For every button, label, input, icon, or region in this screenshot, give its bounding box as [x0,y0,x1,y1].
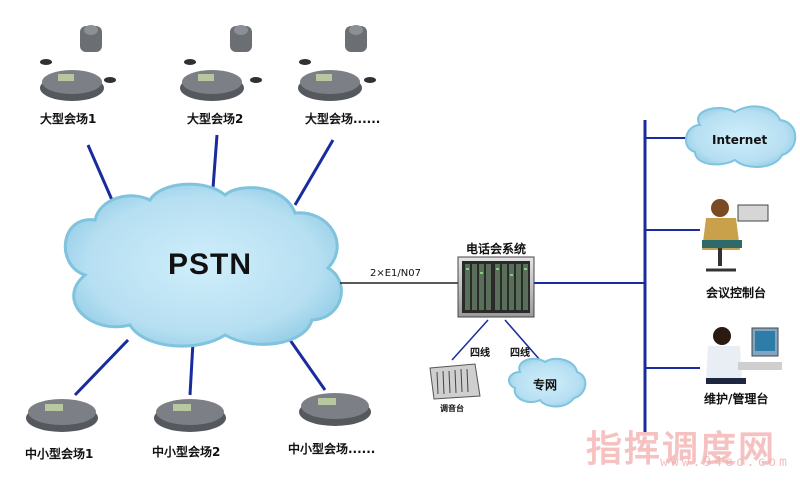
link-large-2 [211,134,219,189]
link-large-more [293,139,335,206]
link-small-more [288,339,327,391]
control-console-figure [702,199,769,272]
private-net-label: 专网 [533,378,558,392]
link-small-1 [73,338,130,397]
pstn-cloud [63,182,343,348]
maintenance-figure [706,327,782,384]
watermark-text: 指挥调度网 [586,429,777,470]
four-wire-label-2: 四线 [510,348,530,359]
four-wire-label-1: 四线 [470,348,490,359]
maintenance-label: 维护/管理台 [704,392,769,406]
phone-small-1 [26,399,98,432]
phone-large-1 [40,25,116,101]
conference-system-rack [457,256,535,318]
small-venue-more-label: 中小型会场...... [288,442,376,456]
pstn-label: PSTN [168,248,253,281]
control-console-label: 会议控制台 [706,286,767,300]
phone-large-2 [180,25,262,101]
private-net-cloud [508,357,587,408]
phone-large-more [298,25,376,101]
phone-small-more [299,393,371,426]
large-venue-2-label: 大型会场2 [187,112,244,126]
link-small-2 [188,341,195,396]
small-venue-2-label: 中小型会场2 [152,445,221,459]
watermark-url: www.94ec.com [660,455,790,470]
mixer-label: 调音台 [440,404,464,413]
large-venue-more-label: 大型会场...... [305,112,381,126]
e1-link-label: 2×E1/N07 [370,268,421,279]
large-venue-1-label: 大型会场1 [40,112,97,126]
internet-cloud [685,105,797,168]
internet-label: Internet [712,133,768,147]
four-wire-line-1 [451,319,489,361]
phone-small-2 [154,399,226,432]
pstn-links [73,134,335,397]
four-wire-line-2 [504,319,541,361]
mixer-device [429,363,481,400]
small-venue-1-label: 中小型会场1 [25,447,94,461]
link-large-1 [86,144,114,201]
system-label: 电话会系统 [466,242,527,256]
